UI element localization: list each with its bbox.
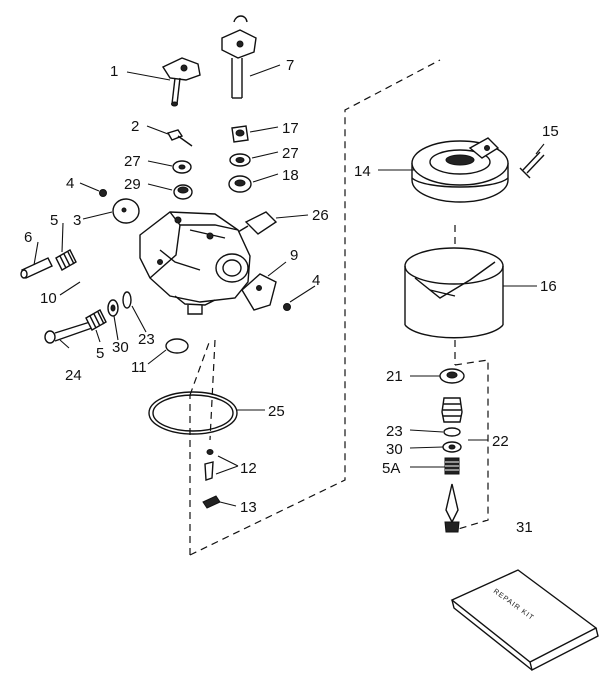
- part-plate-9: [241, 273, 277, 311]
- part-needle-24: [44, 321, 93, 344]
- label-part-22: 22: [492, 433, 509, 450]
- part-screw-6: [20, 257, 53, 279]
- part-choke-lever: [221, 15, 257, 99]
- label-part-18: 18: [282, 167, 299, 184]
- part-plate-3: [112, 198, 140, 224]
- label-part-27-left: 27: [124, 153, 141, 170]
- label-part-6: 6: [24, 229, 32, 246]
- part-needle-lower: [444, 483, 460, 533]
- part-valve-assembly-22: [441, 397, 463, 423]
- part-seal-29: [173, 184, 193, 200]
- label-part-5-lower: 5: [96, 345, 104, 362]
- label-part-25: 25: [268, 403, 285, 420]
- part-number-labels: 1 7 2 17 27 27 4 29 18 26 5 3 6 9 4 10 2…: [24, 57, 559, 536]
- part-washer-27-right: [229, 153, 251, 167]
- label-part-14: 14: [354, 163, 371, 180]
- part-screw-4-upper: [99, 189, 107, 197]
- label-part-10: 10: [40, 290, 57, 307]
- label-part-24: 24: [65, 367, 82, 384]
- part-seal-18: [228, 175, 252, 193]
- part-screw-15: [519, 151, 545, 179]
- part-clip-13: [202, 495, 221, 509]
- label-part-4-lower: 4: [312, 272, 320, 289]
- part-throttle-lever: [161, 57, 201, 107]
- label-part-23-left: 23: [138, 331, 155, 348]
- part-washer-30-right: [442, 441, 462, 453]
- label-part-30-left: 30: [112, 339, 129, 356]
- part-fitting-26: [237, 211, 278, 235]
- part-plug-11: [165, 338, 189, 354]
- leader-lines: [33, 64, 545, 507]
- part-spring-5a: [444, 457, 460, 475]
- part-screw-17: [231, 125, 249, 143]
- label-part-21: 21: [386, 368, 403, 385]
- part-spring-5-lower: [85, 309, 107, 331]
- part-pin-12: [204, 449, 214, 481]
- label-part-13: 13: [240, 499, 257, 516]
- label-part-16: 16: [540, 278, 557, 295]
- label-part-4-upper: 4: [66, 175, 74, 192]
- label-part-27-right: 27: [282, 145, 299, 162]
- label-part-31: 31: [516, 519, 533, 536]
- part-repair-kit-31: REPAIR KIT: [450, 569, 599, 672]
- part-washer-27-left: [172, 160, 192, 174]
- label-part-26: 26: [312, 207, 329, 224]
- label-part-2: 2: [131, 118, 139, 135]
- label-part-12: 12: [240, 460, 257, 477]
- label-part-29: 29: [124, 176, 141, 193]
- part-oring-23-left: [122, 291, 132, 309]
- label-part-30-right: 30: [386, 441, 403, 458]
- label-part-7: 7: [286, 57, 294, 74]
- label-part-15: 15: [542, 123, 559, 140]
- part-filter-housing-14: [411, 137, 509, 203]
- label-part-1: 1: [110, 63, 118, 80]
- label-part-9: 9: [290, 247, 298, 264]
- part-screw-2: [166, 129, 193, 147]
- label-part-23-right: 23: [386, 423, 403, 440]
- part-screw-4-lower: [283, 303, 291, 311]
- part-washer-30-left: [107, 299, 119, 317]
- label-part-5-upper: 5: [50, 212, 58, 229]
- label-part-11: 11: [131, 359, 147, 376]
- part-carburetor-body: [139, 211, 251, 315]
- part-oring-23-right: [443, 427, 461, 437]
- part-filter-element-16: [404, 247, 504, 339]
- label-part-5a: 5A: [382, 460, 400, 477]
- label-part-3: 3: [73, 212, 81, 229]
- part-spring-5-upper: [55, 249, 77, 271]
- part-gasket-25: [148, 391, 238, 435]
- part-seat-21: [439, 368, 465, 384]
- label-part-17: 17: [282, 120, 299, 137]
